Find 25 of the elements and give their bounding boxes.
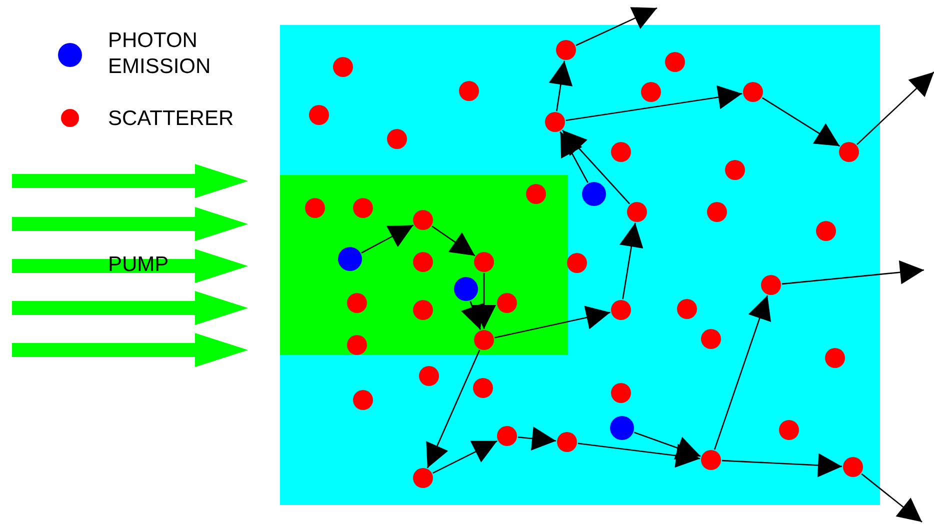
- legend-label: PHOTON EMISSION: [108, 28, 212, 80]
- arrow: [518, 426, 556, 450]
- arrow: [361, 224, 414, 254]
- arrow: [782, 260, 924, 285]
- arrow: [762, 97, 840, 147]
- arrow: [722, 453, 842, 478]
- arrow: [432, 440, 498, 474]
- arrow: [548, 60, 573, 112]
- arrow: [472, 273, 496, 329]
- arrow: [432, 226, 476, 256]
- arrow: [461, 301, 484, 330]
- arrow: [560, 131, 588, 183]
- pump-label: PUMP: [108, 252, 169, 278]
- arrow: [634, 432, 701, 460]
- arrow: [562, 130, 630, 204]
- arrow: [494, 306, 610, 338]
- arrow: [714, 295, 771, 450]
- arrow: [620, 222, 644, 300]
- arrow: [426, 350, 480, 468]
- arrow: [576, 7, 658, 46]
- arrow: [578, 442, 700, 468]
- arrow: [856, 72, 934, 145]
- legend-label: SCATTERER: [108, 106, 235, 132]
- arrow: [566, 85, 742, 121]
- arrow: [861, 473, 922, 522]
